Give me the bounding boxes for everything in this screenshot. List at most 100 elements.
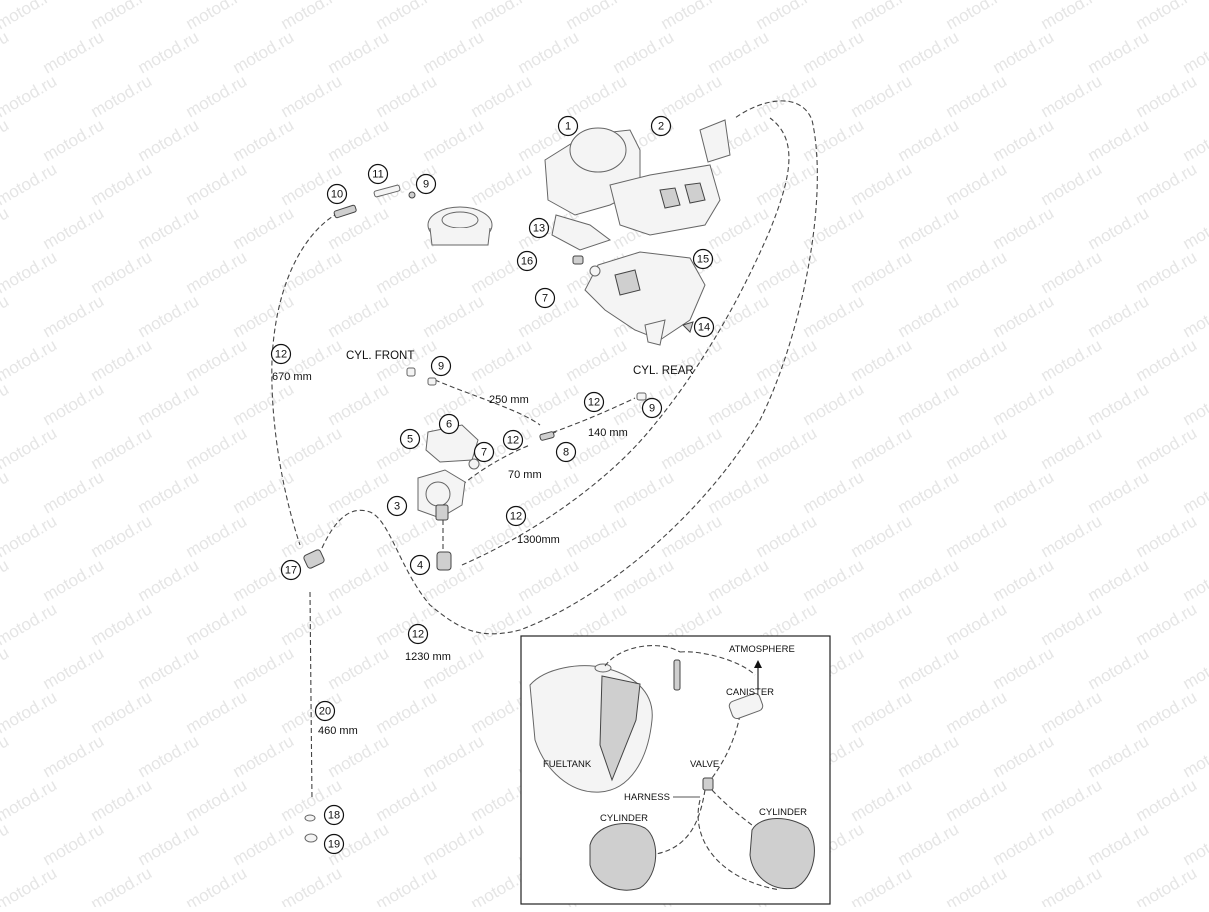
watermark-text: motod.ru: [88, 511, 156, 561]
watermark-text: motod.ru: [800, 555, 868, 605]
watermark-text: motod.ru: [0, 0, 60, 33]
watermark-text: motod.ru: [278, 863, 346, 907]
cover-part: [585, 252, 705, 345]
watermark-text: motod.ru: [800, 467, 868, 517]
watermark-text: motod.ru: [183, 71, 251, 121]
nut-7-mid: [469, 459, 479, 469]
callout-13: 13: [530, 219, 549, 238]
watermark-text: motod.ru: [990, 291, 1058, 341]
watermark-text: motod.ru: [943, 423, 1011, 473]
callout-number: 12: [507, 435, 519, 447]
watermark-text: motod.ru: [943, 687, 1011, 737]
watermark-text: motod.ru: [800, 379, 868, 429]
watermark-text: motod.ru: [848, 599, 916, 649]
watermark-text: motod.ru: [943, 775, 1011, 825]
watermark-text: motod.ru: [895, 27, 963, 77]
watermark-text: motod.ru: [753, 247, 821, 297]
watermark-text: motod.ru: [705, 27, 773, 77]
watermark-text: motod.ru: [1085, 115, 1153, 165]
watermark-text: motod.ru: [990, 467, 1058, 517]
inset-valve: [703, 778, 713, 790]
watermark-text: motod.ru: [0, 731, 12, 781]
callout-number: 5: [407, 434, 413, 446]
watermark-text: motod.ru: [0, 599, 60, 649]
watermark-text: motod.ru: [420, 731, 488, 781]
watermark-text: motod.ru: [230, 203, 298, 253]
inset-label-harness: HARNESS: [624, 792, 670, 803]
watermark-text: motod.ru: [1085, 643, 1153, 693]
watermark-text: motod.ru: [1180, 291, 1209, 341]
watermark-text: motod.ru: [420, 115, 488, 165]
callout-number: 10: [331, 189, 343, 201]
watermark-text: motod.ru: [848, 423, 916, 473]
watermark-text: motod.ru: [0, 687, 60, 737]
watermark-text: motod.ru: [610, 555, 678, 605]
callout-number: 12: [412, 629, 424, 641]
watermark-text: motod.ru: [705, 203, 773, 253]
watermark-text: motod.ru: [1180, 467, 1209, 517]
callout-number: 9: [423, 179, 429, 191]
label-1230: 1230 mm: [405, 651, 451, 663]
watermark-text: motod.ru: [1085, 731, 1153, 781]
watermark-text: motod.ru: [1133, 863, 1201, 907]
watermark-text: motod.ru: [943, 71, 1011, 121]
callout-number: 9: [438, 361, 444, 373]
watermark-text: motod.ru: [230, 115, 298, 165]
watermark-text: motod.ru: [658, 511, 726, 561]
watermark-text: motod.ru: [325, 27, 393, 77]
callout-number: 20: [319, 706, 331, 718]
watermark-text: motod.ru: [1085, 379, 1153, 429]
watermark-text: motod.ru: [563, 511, 631, 561]
watermark-text: motod.ru: [943, 159, 1011, 209]
watermark-text: motod.ru: [135, 115, 203, 165]
fitting-4: [437, 552, 451, 570]
watermark-text: motod.ru: [0, 115, 12, 165]
watermark-text: motod.ru: [943, 599, 1011, 649]
watermark-text: motod.ru: [0, 335, 60, 385]
watermark-text: motod.ru: [1085, 467, 1153, 517]
callout-number: 1: [565, 121, 571, 133]
label-1300: 1300mm: [517, 534, 560, 546]
fitting-cyl-front: [407, 368, 415, 376]
watermark-text: motod.ru: [40, 819, 108, 869]
label-250: 250 mm: [489, 394, 529, 406]
watermark-text: motod.ru: [373, 599, 441, 649]
callout-number: 18: [328, 810, 340, 822]
callout-7: 7: [536, 289, 555, 308]
callout-7: 7: [475, 443, 494, 462]
watermark-text: motod.ru: [658, 335, 726, 385]
watermark-text: motod.ru: [40, 643, 108, 693]
watermark-text: motod.ru: [990, 731, 1058, 781]
callout-17: 17: [282, 561, 301, 580]
watermark-text: motod.ru: [88, 247, 156, 297]
watermark-text: motod.ru: [468, 159, 536, 209]
watermark-text: motod.ru: [325, 291, 393, 341]
watermark-text: motod.ru: [895, 467, 963, 517]
watermark-text: motod.ru: [468, 71, 536, 121]
watermark-text: motod.ru: [990, 27, 1058, 77]
watermark-text: motod.ru: [183, 775, 251, 825]
callout-number: 12: [588, 397, 600, 409]
watermark-text: motod.ru: [135, 379, 203, 429]
watermark-text: motod.ru: [1180, 819, 1209, 869]
watermark-text: motod.ru: [135, 27, 203, 77]
watermark-text: motod.ru: [990, 115, 1058, 165]
callout-11: 11: [369, 165, 388, 184]
callout-9: 9: [643, 399, 662, 418]
callout-number: 11: [372, 169, 383, 181]
watermark-text: motod.ru: [1038, 159, 1106, 209]
callout-number: 3: [394, 501, 400, 513]
watermark-text: motod.ru: [705, 379, 773, 429]
label-460: 460 mm: [318, 725, 358, 737]
watermark-text: motod.ru: [40, 467, 108, 517]
watermark-text: motod.ru: [0, 511, 60, 561]
watermark-text: motod.ru: [0, 27, 12, 77]
watermark-text: motod.ru: [610, 467, 678, 517]
watermark-text: motod.ru: [230, 379, 298, 429]
watermark-text: motod.ru: [800, 27, 868, 77]
clamp-18: [305, 815, 315, 821]
watermark-text: motod.ru: [88, 687, 156, 737]
watermark-text: motod.ru: [88, 775, 156, 825]
connector-17: [303, 549, 325, 569]
